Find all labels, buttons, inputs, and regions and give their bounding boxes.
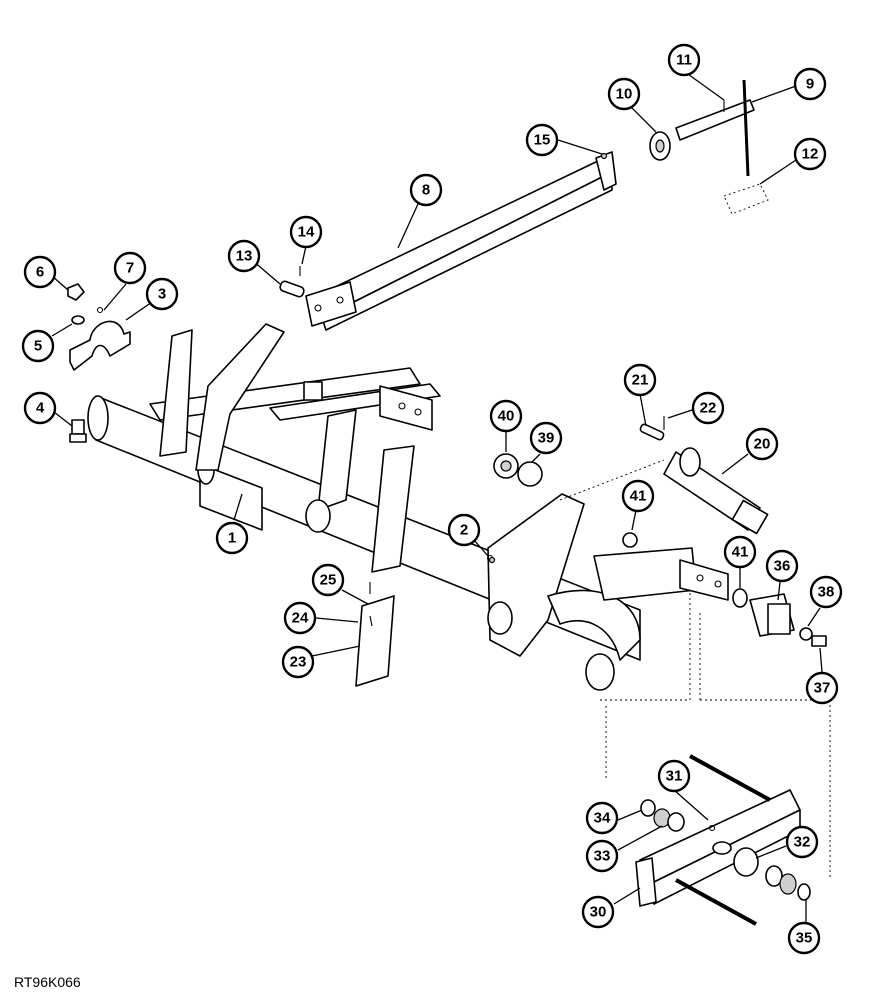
callout-15: 15: [525, 123, 559, 157]
bushings: [493, 453, 748, 608]
callout-22: 22: [691, 391, 725, 425]
callout-24: 24: [283, 601, 317, 635]
callout-7: 7: [113, 251, 147, 285]
svg-text:40: 40: [498, 408, 515, 425]
svg-text:20: 20: [754, 436, 771, 453]
adjuster-rod: [649, 79, 769, 215]
svg-text:37: 37: [814, 680, 831, 697]
callout-1: 1: [215, 521, 249, 555]
callout-9: 9: [793, 67, 827, 101]
svg-text:4: 4: [36, 400, 45, 417]
callout-41-lower: 41: [723, 535, 757, 569]
svg-text:41: 41: [732, 544, 749, 561]
linkage-arm: [559, 416, 769, 535]
callout-25: 25: [311, 563, 345, 597]
figure-reference-code: RT96K066: [14, 974, 81, 990]
svg-text:38: 38: [818, 584, 835, 601]
callout-8: 8: [409, 173, 443, 207]
callout-20: 20: [745, 427, 779, 461]
callout-37: 37: [805, 671, 839, 705]
svg-text:22: 22: [700, 400, 717, 417]
callout-41-upper: 41: [621, 479, 655, 513]
callout-4: 4: [23, 391, 57, 425]
callout-6: 6: [23, 255, 57, 289]
pivot-block: [749, 593, 827, 647]
callout-36: 36: [765, 549, 799, 583]
svg-text:14: 14: [298, 224, 315, 241]
callout-40: 40: [489, 399, 523, 433]
svg-text:10: 10: [616, 86, 633, 103]
svg-text:30: 30: [590, 904, 607, 921]
svg-text:8: 8: [422, 182, 430, 199]
small-pin: [488, 556, 496, 564]
wear-plate: [355, 582, 395, 687]
callout-5: 5: [21, 329, 55, 363]
callout-11: 11: [667, 43, 701, 77]
svg-text:24: 24: [292, 610, 309, 627]
lower-beam: [635, 754, 811, 926]
svg-text:34: 34: [594, 810, 611, 827]
svg-text:21: 21: [632, 372, 649, 389]
callout-10: 10: [607, 77, 641, 111]
part-drawings: [67, 79, 831, 926]
svg-text:35: 35: [796, 930, 813, 947]
pin-and-clip: [279, 266, 305, 298]
callout-21: 21: [623, 363, 657, 397]
callout-34: 34: [585, 801, 619, 835]
svg-text:13: 13: [236, 248, 253, 265]
svg-text:7: 7: [126, 260, 134, 277]
callout-32: 32: [785, 825, 819, 859]
svg-text:2: 2: [460, 522, 468, 539]
svg-text:39: 39: [538, 430, 555, 447]
callout-31: 31: [657, 759, 691, 793]
svg-text:5: 5: [34, 338, 42, 355]
callout-14: 14: [289, 215, 323, 249]
svg-text:25: 25: [320, 572, 337, 589]
svg-text:9: 9: [806, 76, 814, 93]
svg-text:32: 32: [794, 834, 811, 851]
callout-13: 13: [227, 239, 261, 273]
svg-text:6: 6: [36, 264, 44, 281]
callout-23: 23: [281, 645, 315, 679]
svg-text:36: 36: [774, 558, 791, 575]
callout-3: 3: [145, 277, 179, 311]
assembly-guide-lines: [600, 590, 831, 880]
svg-text:23: 23: [290, 654, 307, 671]
svg-text:12: 12: [802, 146, 819, 163]
callout-33: 33: [585, 839, 619, 873]
u-clamp: [67, 283, 131, 371]
svg-text:33: 33: [594, 848, 611, 865]
callout-35: 35: [787, 921, 821, 955]
callout-39: 39: [529, 421, 563, 455]
callout-38: 38: [809, 575, 843, 609]
svg-text:31: 31: [666, 768, 683, 785]
callouts: 1 2 3 4 5 6 7 8 9 10 11 12 13 14 15 20 2…: [21, 43, 843, 955]
svg-text:15: 15: [534, 132, 551, 149]
svg-text:11: 11: [676, 52, 692, 69]
svg-text:3: 3: [158, 286, 166, 303]
svg-text:41: 41: [630, 488, 647, 505]
callout-12: 12: [793, 137, 827, 171]
drawbar-tube: [305, 151, 617, 331]
svg-text:1: 1: [228, 530, 236, 547]
callout-2: 2: [447, 513, 481, 547]
callout-30: 30: [581, 895, 615, 929]
bolt: [69, 419, 87, 443]
